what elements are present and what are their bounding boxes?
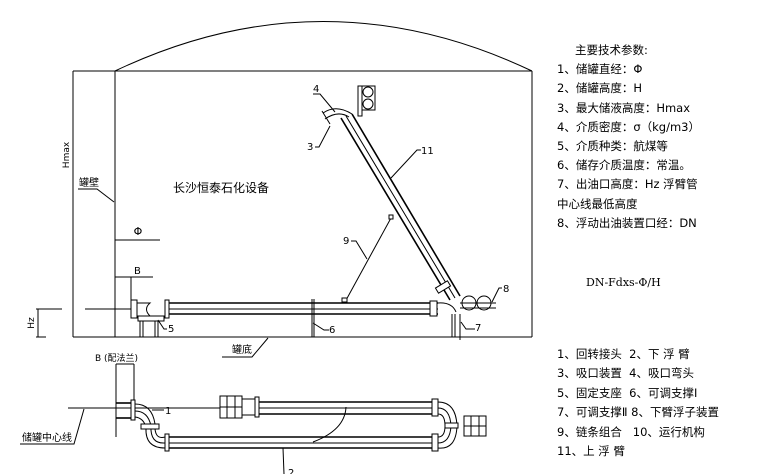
legend-row: 9、链条组合 10、运行机构 — [557, 423, 719, 442]
callout-6: 6 — [329, 325, 335, 336]
legend-item: 7、可调支撑Ⅱ — [557, 405, 628, 420]
callout-1: 1 — [165, 406, 171, 417]
legend-row: 11、上 浮 臂 — [557, 442, 719, 461]
legend-item: 4、吸口弯头 — [629, 366, 694, 381]
upper-arm — [340, 117, 451, 301]
legend-item: 2、下 浮 臂 — [629, 347, 690, 361]
legend-row: 5、固定支座 6、可调支撑Ⅰ — [557, 384, 719, 403]
chain-assembly — [344, 217, 392, 303]
parameter-item: 4、介质密度：σ（kg/m3） — [557, 119, 700, 134]
parameter-item: 5、介质种类：航煤等 — [557, 139, 668, 154]
technical-parameters: 主要技术参数: 1、储罐直经：Φ 2、储罐高度：H 3、最大储液高度：Hmax … — [557, 41, 700, 233]
b-label: B — [134, 266, 141, 277]
callout-3: 3 — [307, 142, 313, 153]
legend-item: 6、可调支撑Ⅰ — [629, 385, 698, 400]
legend-item: 10、运行机构 — [632, 424, 705, 439]
callout-4: 4 — [313, 84, 319, 95]
b-flange-label: B (配法兰) — [95, 352, 138, 364]
legend-item: 1、回转接头 — [557, 347, 622, 361]
legend-item: 5、固定支座 — [557, 385, 622, 400]
parameter-item: 8、浮动出油装置口经：DN — [557, 215, 697, 230]
tank-bottom-label: 罐底 — [232, 343, 252, 356]
model-code: DN-Fdxs-Φ/H — [586, 276, 661, 289]
phi-label: Φ — [134, 225, 143, 238]
hz-label: Hz — [27, 317, 37, 329]
tank-dome — [114, 21, 533, 72]
legend-row: 1、回转接头 2、下 浮 臂 — [557, 345, 719, 364]
parameters-title: 主要技术参数: — [575, 43, 648, 57]
tank-centerline-label: 储罐中心线 — [22, 431, 72, 444]
legend-row: 3、吸口装置 4、吸口弯头 — [557, 364, 719, 383]
tank-wall-label: 罐壁 — [79, 176, 99, 189]
tank-bottom-leader — [222, 337, 269, 358]
company-label: 长沙恒泰石化设备 — [173, 181, 269, 195]
upper-float — [357, 85, 363, 117]
parameter-item: 7、出油口高度：Hz 浮臂管 — [557, 177, 698, 192]
legend-row: 7、可调支撑Ⅱ 8、下臂浮子装置 — [557, 403, 719, 422]
callout-11: 11 — [421, 146, 434, 157]
parameter-item: 6、储存介质温度：常温。 — [557, 158, 691, 173]
callout-7: 7 — [475, 323, 481, 334]
swivel-joint — [130, 399, 136, 421]
callout-2: 2 — [288, 468, 294, 474]
callout-9: 9 — [343, 236, 349, 247]
legend-item: 9、链条组合 — [557, 424, 622, 439]
hmax-label: Hmax — [62, 141, 72, 168]
parts-legend: 1、回转接头 2、下 浮 臂 3、吸口装置 4、吸口弯头 5、固定支座 6、可调… — [557, 345, 719, 461]
legend-item: 11、上 浮 臂 — [557, 444, 625, 459]
tank-wall-leader — [78, 188, 115, 203]
suction-elbow — [322, 108, 353, 115]
fixed-support — [137, 315, 165, 322]
legend-item: 3、吸口装置 — [557, 366, 622, 381]
parameter-item: 1、储罐直经：Φ — [557, 62, 643, 77]
callout-5: 5 — [168, 324, 174, 335]
parameter-item: 中心线最低高度 — [557, 196, 638, 211]
parameter-item: 2、储罐高度：H — [557, 81, 642, 96]
parameter-item: 3、最大储液高度：Hmax — [557, 100, 691, 115]
legend-item: 8、下臂浮子装置 — [631, 405, 719, 420]
callout-8: 8 — [503, 284, 509, 295]
